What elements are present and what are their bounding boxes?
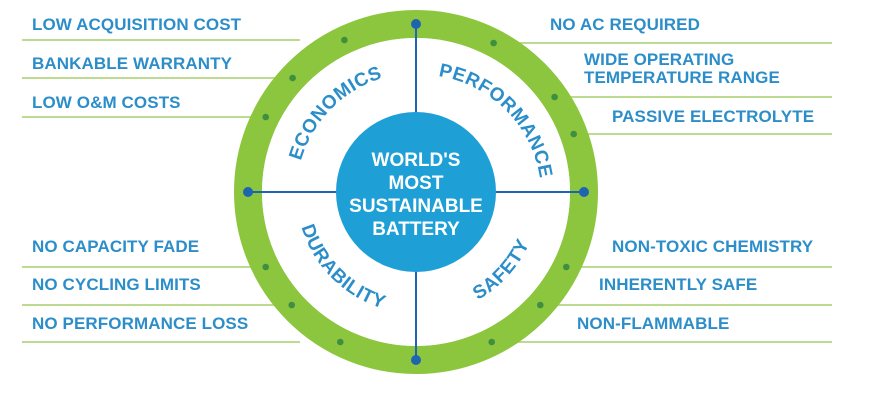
axis-dot-top bbox=[411, 19, 421, 29]
ring-dot-no-cycling-limits bbox=[288, 301, 296, 309]
feature-bankable-warranty: BANKABLE WARRANTY bbox=[32, 54, 233, 73]
center-hub bbox=[336, 112, 496, 272]
axis-dots bbox=[243, 19, 589, 365]
feature-wide-operating-temperature: WIDE OPERATING TEMPERATURE RANGE bbox=[584, 50, 780, 87]
feature-passive-electrolyte: PASSIVE ELECTROLYTE bbox=[612, 107, 815, 126]
ring-dot-bankable-warranty bbox=[289, 74, 296, 82]
ring-dot-inherently-safe bbox=[537, 301, 544, 309]
center-line-1: WORLD'S bbox=[372, 150, 461, 171]
feature-low-om-costs: LOW O&M COSTS bbox=[32, 93, 181, 112]
feature-non-flammable: NON-FLAMMABLE bbox=[577, 314, 730, 333]
center-line-3: SUSTAINABLE bbox=[349, 196, 483, 217]
ring-dot-low-acquisition-cost bbox=[341, 36, 348, 44]
feature-non-toxic-chemistry: NON-TOXIC CHEMISTRY bbox=[612, 237, 814, 256]
feature-no-performance-loss: NO PERFORMANCE LOSS bbox=[32, 314, 249, 333]
feature-inherently-safe: INHERENTLY SAFE bbox=[599, 275, 758, 294]
feature-no-cycling-limits: NO CYCLING LIMITS bbox=[32, 275, 201, 294]
ring-dot-non-toxic-chemistry bbox=[563, 263, 570, 271]
ring-dot-no-ac-required bbox=[490, 39, 497, 47]
ring-dots bbox=[262, 36, 577, 346]
axis-dot-bottom bbox=[411, 355, 421, 365]
feature-no-ac-required: NO AC REQUIRED bbox=[550, 15, 701, 34]
connector-lines bbox=[22, 39, 832, 343]
center-line-2: MOST bbox=[389, 173, 444, 194]
ring-dot-no-capacity-fade bbox=[262, 263, 270, 271]
axis-dot-right bbox=[579, 187, 589, 197]
feature-no-capacity-fade: NO CAPACITY FADE bbox=[32, 237, 200, 256]
axis-dot-left bbox=[243, 187, 253, 197]
center-title: WORLD'S MOST SUSTAINABLE BATTERY bbox=[349, 150, 483, 240]
ring-dot-no-performance-loss bbox=[337, 338, 344, 346]
ring-dot-low-om-costs bbox=[262, 113, 270, 121]
ring-dot-wide-operating-temperature bbox=[551, 93, 558, 101]
ring-dot-non-flammable bbox=[488, 338, 496, 346]
ring-dot-passive-electrolyte bbox=[570, 130, 577, 138]
feature-low-acquisition-cost: LOW ACQUISITION COST bbox=[32, 15, 242, 34]
center-line-4: BATTERY bbox=[372, 219, 460, 240]
